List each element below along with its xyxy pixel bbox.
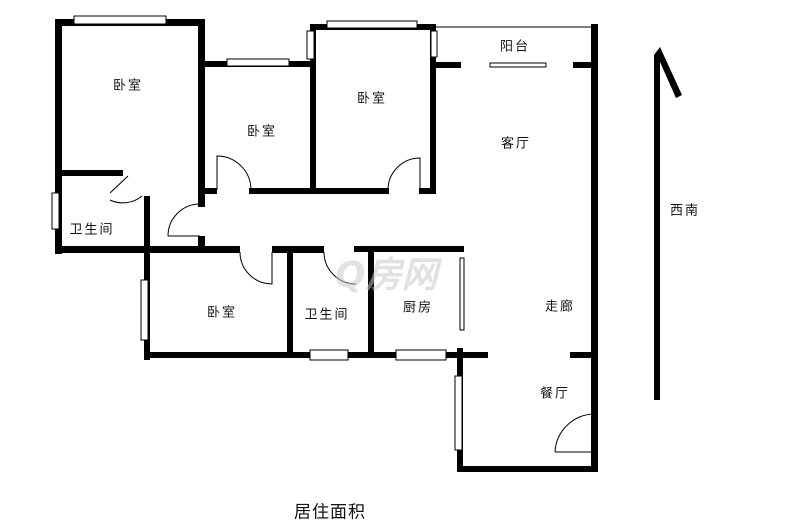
bedroom-3-label: 卧室 bbox=[356, 91, 388, 107]
corridor-label: 走廊 bbox=[544, 299, 576, 315]
bathroom-1-label: 卫生间 bbox=[69, 222, 115, 238]
dining-room-label: 餐厅 bbox=[539, 386, 571, 402]
bedroom-4-label: 卧室 bbox=[206, 305, 238, 321]
windows bbox=[51, 15, 547, 451]
bathroom-2-label: 卫生间 bbox=[304, 307, 350, 323]
watermark-logo: Q房网 bbox=[335, 255, 438, 296]
orientation-label: 西南 bbox=[669, 203, 701, 219]
doors bbox=[109, 155, 597, 453]
compass-arrow bbox=[654, 47, 682, 400]
bedroom-2-label: 卧室 bbox=[246, 124, 278, 140]
bedroom-1-label: 卧室 bbox=[112, 78, 144, 94]
kitchen-label: 厨房 bbox=[402, 300, 434, 316]
balcony-label: 阳台 bbox=[499, 39, 531, 55]
caption: 居住面积 bbox=[294, 502, 366, 523]
living-room-label: 客厅 bbox=[500, 136, 532, 152]
